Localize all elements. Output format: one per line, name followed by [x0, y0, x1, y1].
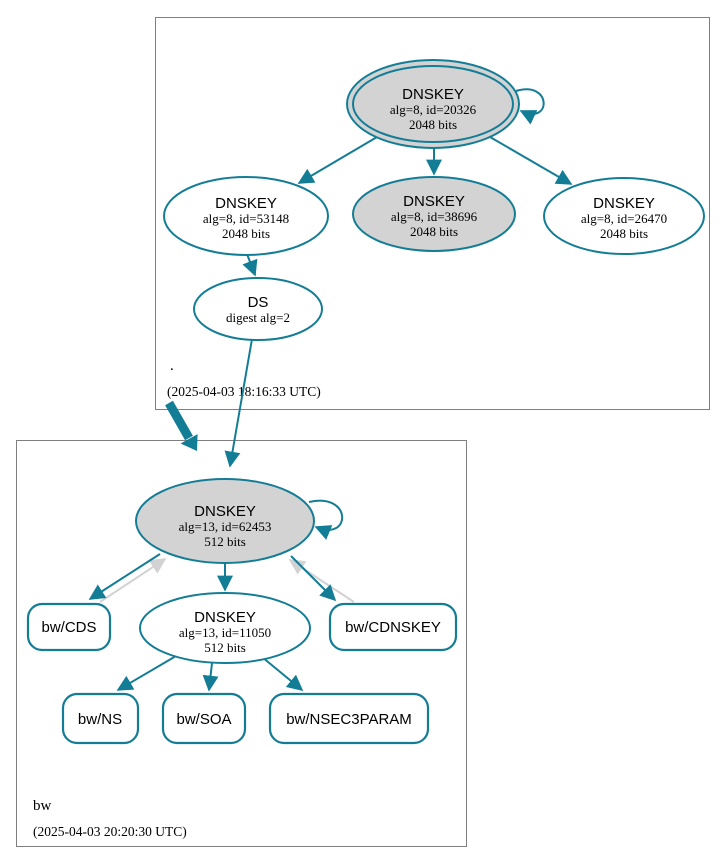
edge-ksk-to-zsk-53148 [297, 136, 378, 184]
edge-ksk-to-cdnskey [290, 555, 337, 602]
node-title: DNSKEY [194, 609, 256, 626]
node-bw-zsk-11050[interactable]: DNSKEY alg=13, id=11050 512 bits [139, 592, 311, 664]
node-bits: 512 bits [204, 640, 246, 655]
edge-cds-to-ksk-gray [99, 558, 167, 603]
bw-zone-name: bw [33, 798, 52, 814]
node-digest: digest alg=2 [226, 310, 290, 325]
node-alg: alg=8, id=53148 [203, 211, 289, 226]
root-zone-name: . [170, 358, 174, 374]
edge-zsk-to-nsec3param [261, 656, 304, 692]
edge-zsk-to-ns [116, 655, 177, 691]
node-bw-cds[interactable]: bw/CDS [26, 602, 112, 652]
node-bits: 2048 bits [600, 226, 648, 241]
node-root-zsk-38696[interactable]: DNSKEY alg=8, id=38696 2048 bits [352, 176, 516, 252]
rrset-label: bw/SOA [176, 711, 231, 728]
node-bw-ns[interactable]: bw/NS [61, 692, 140, 745]
node-title: DNSKEY [215, 195, 277, 212]
edge-root-ksk-self-sign [515, 88, 545, 125]
node-root-zsk-26470[interactable]: DNSKEY alg=8, id=26470 2048 bits [543, 177, 705, 255]
node-root-zsk-53148[interactable]: DNSKEY alg=8, id=53148 2048 bits [163, 176, 329, 256]
node-bw-cdnskey[interactable]: bw/CDNSKEY [328, 602, 458, 652]
edge-ksk-to-cds [88, 553, 161, 600]
node-alg: alg=8, id=26470 [581, 211, 667, 226]
node-bw-ksk-62453[interactable]: DNSKEY alg=13, id=62453 512 bits [135, 478, 315, 564]
root-zone: DNSKEY alg=8, id=20326 2048 bits DNSKEY … [163, 59, 705, 399]
node-title: DNSKEY [194, 503, 256, 520]
bw-zone-timestamp: (2025-04-03 20:20:30 UTC) [33, 824, 187, 839]
node-bits: 2048 bits [410, 224, 458, 239]
edge-ds-to-bw-ksk [224, 338, 253, 468]
node-alg: alg=8, id=38696 [391, 209, 478, 224]
rrset-label: bw/NS [78, 711, 122, 728]
node-title: DNSKEY [403, 193, 465, 210]
node-alg: alg=8, id=20326 [390, 102, 477, 117]
node-title: DS [248, 294, 269, 311]
node-root-ds[interactable]: DS digest alg=2 [193, 277, 323, 341]
node-alg: alg=13, id=11050 [179, 625, 271, 640]
node-bits: 2048 bits [409, 117, 457, 132]
node-root-ksk-20326[interactable]: DNSKEY alg=8, id=20326 2048 bits [346, 59, 520, 149]
edge-bw-ksk-self-sign [308, 499, 344, 540]
edge-root-to-bw-delegation [165, 400, 198, 451]
node-bw-nsec3param[interactable]: bw/NSEC3PARAM [268, 692, 430, 745]
rrset-label: bw/CDNSKEY [345, 619, 441, 636]
edge-zsk-to-soa [202, 662, 219, 692]
node-title: DNSKEY [402, 86, 464, 103]
rrset-label: bw/CDS [41, 619, 96, 636]
node-bw-soa[interactable]: bw/SOA [161, 692, 247, 745]
edge-zsk-53148-to-ds [242, 253, 258, 277]
node-alg: alg=13, id=62453 [179, 519, 272, 534]
node-bits: 512 bits [204, 534, 246, 549]
rrset-label: bw/NSEC3PARAM [286, 711, 412, 728]
edge-ksk-to-zsk-26470 [489, 136, 573, 185]
bw-zone: DNSKEY alg=13, id=62453 512 bits bw/CDS … [26, 478, 458, 839]
node-bits: 2048 bits [222, 226, 270, 241]
node-title: DNSKEY [593, 195, 655, 212]
